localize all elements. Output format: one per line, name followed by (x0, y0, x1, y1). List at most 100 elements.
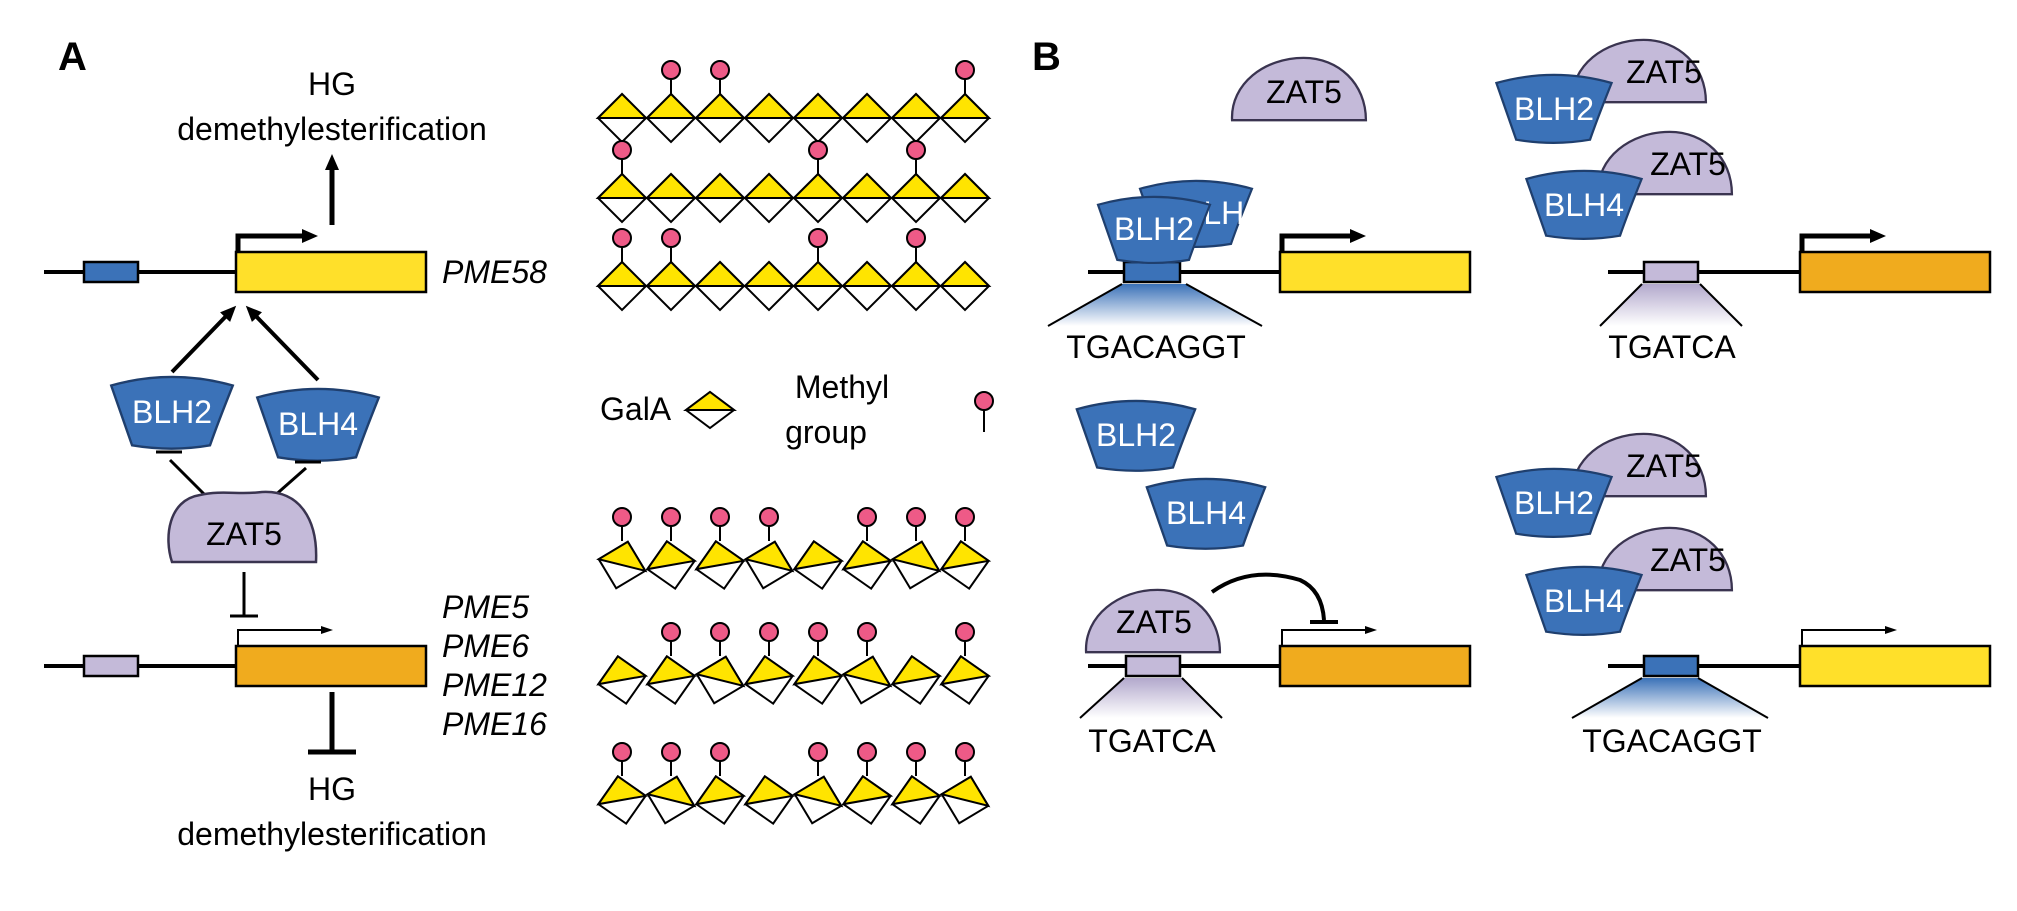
top-output-hg: HG (308, 66, 356, 102)
q3-footprint-right-edge (1181, 677, 1223, 719)
gala-unit (743, 540, 795, 590)
pme12-label: PME12 (442, 667, 547, 703)
methyl-group (808, 228, 828, 262)
methyl-group (955, 60, 975, 94)
q4-blh4-label: BLH4 (1544, 583, 1624, 619)
q4-zat5-a-label: ZAT5 (1626, 448, 1702, 484)
q4-motif-box (1642, 654, 1700, 678)
methyl-group (612, 140, 632, 174)
blh2-label: BLH2 (132, 394, 212, 430)
methyl-group (906, 140, 926, 174)
methyl-group (808, 140, 828, 174)
q3-free-blh2-label: BLH2 (1096, 417, 1176, 453)
q2-motif-box (1642, 260, 1700, 284)
pme58-label: PME58 (442, 254, 547, 290)
methyl-group (857, 622, 877, 656)
gala-unit (645, 539, 698, 591)
q2-footprint-right-edge (1699, 283, 1743, 327)
methyl-group (906, 742, 926, 776)
methyl-group (808, 742, 828, 776)
gala-unit (645, 654, 698, 706)
gala-unit (742, 92, 796, 144)
blh4-activation-arrow (245, 305, 320, 382)
gala-unit (791, 172, 845, 224)
q1-gene-box (1278, 250, 1472, 294)
q3-gene-box (1278, 644, 1472, 688)
gala-unit (841, 774, 894, 826)
methyl-group (955, 742, 975, 776)
methyl-group (661, 622, 681, 656)
gala-unit (694, 539, 747, 591)
gala-unit (938, 172, 992, 224)
gala-unit (742, 172, 796, 224)
q2-blh2-label: BLH2 (1514, 91, 1594, 127)
gala-unit (791, 260, 845, 312)
bottom-output-hg: HG (308, 771, 356, 807)
gala-unit (841, 655, 893, 705)
gala-unit (645, 775, 697, 825)
bottom-gene-promoter-zat-box (82, 654, 140, 678)
q3-footprint-left-edge (1079, 677, 1125, 719)
gala-unit (743, 654, 796, 706)
methyl-group (857, 507, 877, 541)
gala-unit (938, 260, 992, 312)
methyl-group (857, 742, 877, 776)
q2-motif-sequence: TGATCA (1608, 329, 1736, 365)
gala-unit (792, 775, 844, 825)
top-gene-promoter-blh-box (82, 260, 140, 284)
gala-unit (939, 775, 991, 825)
methyl-group (808, 622, 828, 656)
q4-tss-arrow (1801, 626, 1897, 646)
blh4-label: BLH4 (278, 406, 358, 442)
pme6-label: PME6 (442, 628, 529, 664)
gala-unit (889, 260, 943, 312)
gala-unit (792, 539, 845, 591)
q1-footprint-left-edge (1047, 283, 1123, 327)
gala-unit (791, 92, 845, 144)
top-output-demethylesterification: demethylesterification (177, 111, 486, 147)
legend-methyl-label-line1: Methyl (795, 369, 889, 405)
bottom-output-demethylesterification: demethylesterification (177, 816, 486, 852)
gala-unit (694, 774, 747, 826)
q4-motif-sequence: TGACAGGT (1582, 723, 1762, 759)
legend-gala-label: GalA (600, 391, 672, 427)
gala-unit (742, 260, 796, 312)
q2-zat5-b-label: ZAT5 (1650, 146, 1726, 182)
methyl-group (759, 507, 779, 541)
gala-unit (792, 654, 845, 706)
methyl-group (710, 507, 730, 541)
pme5-label: PME5 (442, 589, 529, 625)
gala-unit (840, 260, 894, 312)
pectin-chains-highly-demethylated (595, 60, 992, 312)
q3-tss-arrow (1281, 626, 1377, 646)
q1-free-zat5-label: ZAT5 (1266, 74, 1342, 110)
gala-unit (644, 92, 698, 144)
blh2-activation-arrow (170, 305, 237, 374)
gala-unit (890, 654, 943, 706)
legend-methyl-icon (974, 391, 994, 432)
q1-motif-sequence: TGACAGGT (1066, 329, 1246, 365)
methyl-group (906, 507, 926, 541)
gala-unit (889, 172, 943, 224)
gala-unit (939, 654, 992, 706)
pme58-gene-box (234, 250, 428, 294)
zat5-represses-blh2 (168, 458, 210, 500)
q1-tss-arrow (1279, 229, 1366, 252)
methyl-group (906, 228, 926, 262)
gala-unit (644, 172, 698, 224)
q3-bound-zat5-label: ZAT5 (1116, 604, 1192, 640)
methyl-group (661, 742, 681, 776)
q3-motif-box (1124, 654, 1182, 678)
q2-footprint-left-edge (1599, 283, 1643, 327)
q1-bound-blh2-label: BLH2 (1114, 211, 1194, 247)
methyl-group (955, 507, 975, 541)
methyl-group (661, 507, 681, 541)
q4-zat5-b-label: ZAT5 (1650, 542, 1726, 578)
zat5-protein (167, 490, 318, 564)
q2-blh4-label: BLH4 (1544, 187, 1624, 223)
methyl-group (710, 622, 730, 656)
pectin-chains-highly-methylated (596, 507, 992, 826)
gala-unit (890, 774, 943, 826)
gala-unit (596, 654, 649, 706)
